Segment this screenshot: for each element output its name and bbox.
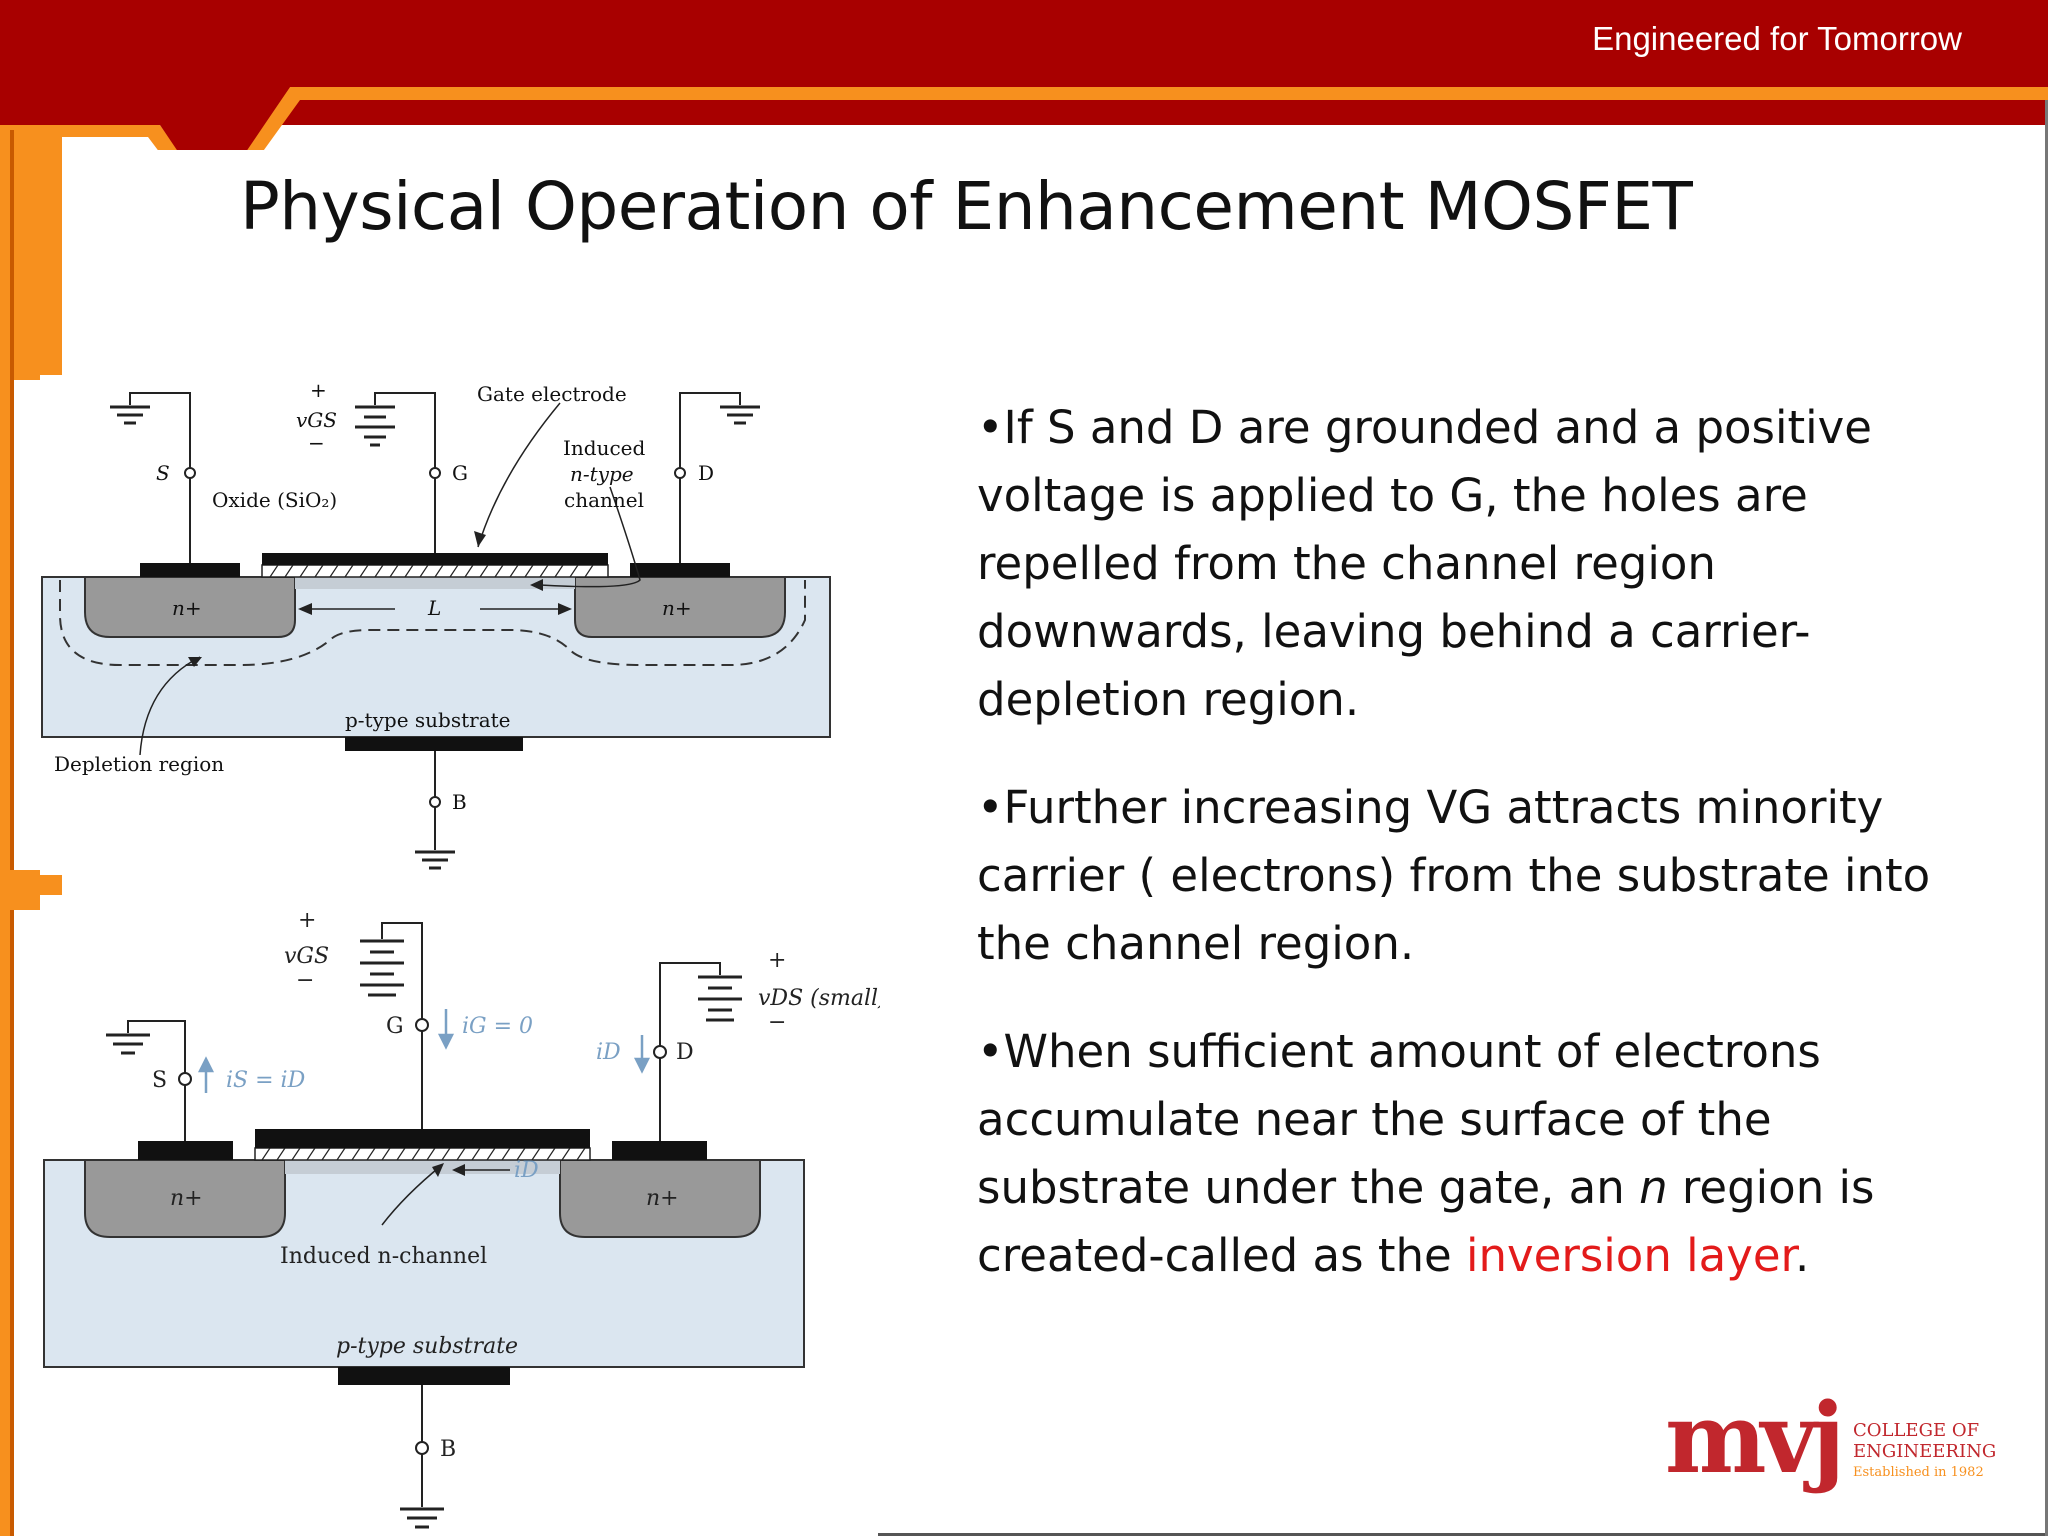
- body-label: B: [452, 790, 467, 814]
- bullet-3: •When sufficient amount of electrons acc…: [977, 1018, 1997, 1290]
- vgs-minus-label: −: [296, 968, 314, 993]
- vgs-label: vGS: [284, 944, 329, 969]
- vds-label: vDS (small): [758, 986, 880, 1011]
- drain-n-plus-region: [574, 576, 786, 638]
- depletion-boundary: [59, 580, 806, 666]
- depletion-region-label: Depletion region: [54, 752, 224, 776]
- drain-n-plus-region: [559, 1159, 761, 1238]
- bullet-3-text-start: •When sufficient amount of electrons acc…: [977, 1025, 1821, 1214]
- n-type-label: n-type: [570, 462, 634, 486]
- bullet-list: •If S and D are grounded and a positive …: [977, 394, 1997, 1330]
- oxide-label: Oxide (SiO₂): [212, 488, 337, 512]
- bullet-1: •If S and D are grounded and a positive …: [977, 401, 1872, 726]
- drain-contact: [630, 563, 730, 577]
- substrate-label: p-type substrate: [345, 708, 511, 732]
- vgs-plus-label: +: [310, 378, 327, 402]
- drain-n-plus-label: n+: [646, 1186, 679, 1211]
- drain-contact: [612, 1141, 707, 1160]
- college-logo: mvj COLLEGE OF ENGINEERING Established i…: [1665, 1390, 1995, 1495]
- mosfet-induced-channel-diagram: + vGS − G D S + − vDS (small) B n+ n+ In…: [40, 895, 880, 1536]
- logo-line-3: Established in 1982: [1853, 1465, 1984, 1480]
- source-n-plus-region: [84, 1159, 286, 1238]
- source-n-plus-region: [84, 576, 296, 638]
- drain-current-label: iD: [596, 1040, 621, 1065]
- channel-current-label: iD: [514, 1158, 539, 1183]
- vgs-label: vGS: [296, 408, 337, 432]
- substrate-label: p-type substrate: [336, 1334, 518, 1359]
- gate-label: G: [386, 1014, 404, 1039]
- drain-label: D: [698, 461, 714, 485]
- footer-rule: [878, 1533, 2048, 1536]
- source-contact: [138, 1141, 233, 1160]
- gate-metal: [255, 1129, 590, 1148]
- bullet-3-text-mid: region is created-called as the: [977, 1161, 1875, 1282]
- channel-label: channel: [564, 488, 644, 512]
- header-tagline: Engineered for Tomorrow: [1592, 20, 1962, 57]
- induced-channel: [295, 577, 575, 589]
- logo-line-2: ENGINEERING: [1853, 1441, 1995, 1462]
- drain-label: D: [676, 1040, 694, 1065]
- body-label: B: [440, 1437, 456, 1462]
- channel-length-label: L: [427, 596, 441, 620]
- induced-channel-label: Induced n-channel: [280, 1244, 487, 1269]
- source-n-plus-label: n+: [170, 1186, 203, 1211]
- source-n-plus-label: n+: [172, 596, 202, 620]
- vds-minus-label: −: [768, 1010, 786, 1035]
- gate-metal: [262, 553, 608, 565]
- gate-electrode-label: Gate electrode: [477, 382, 627, 406]
- logo-line-1: COLLEGE OF: [1853, 1420, 1979, 1441]
- header-banner: [0, 0, 2048, 150]
- logo-mark: mvj: [1665, 1390, 1839, 1495]
- bullet-2: •Further increasing VG attracts minority…: [977, 781, 1931, 970]
- vgs-plus-label: +: [298, 908, 316, 933]
- source-label: S: [156, 461, 170, 485]
- source-label: S: [152, 1068, 167, 1093]
- oxide-layer: [254, 1147, 591, 1161]
- drain-n-plus-label: n+: [662, 596, 692, 620]
- source-current-label: iS = iD: [226, 1068, 306, 1093]
- induced-label: Induced: [563, 436, 646, 460]
- vds-plus-label: +: [768, 948, 786, 973]
- body-contact: [345, 737, 523, 751]
- right-border: [2045, 100, 2048, 1536]
- mosfet-depletion-diagram: + vGS − Gate electrode Induced n-type ch…: [40, 375, 840, 875]
- bullet-3-text-end: .: [1794, 1229, 1810, 1282]
- body-contact: [338, 1367, 510, 1385]
- gate-current-label: iG = 0: [462, 1014, 533, 1039]
- slide-title: Physical Operation of Enhancement MOSFET: [240, 168, 1693, 245]
- source-contact: [140, 563, 240, 577]
- vgs-minus-label: −: [308, 431, 325, 455]
- gate-label: G: [452, 461, 468, 485]
- bullet-3-italic-n: n: [1639, 1161, 1668, 1214]
- inversion-layer-highlight: inversion layer: [1466, 1229, 1795, 1282]
